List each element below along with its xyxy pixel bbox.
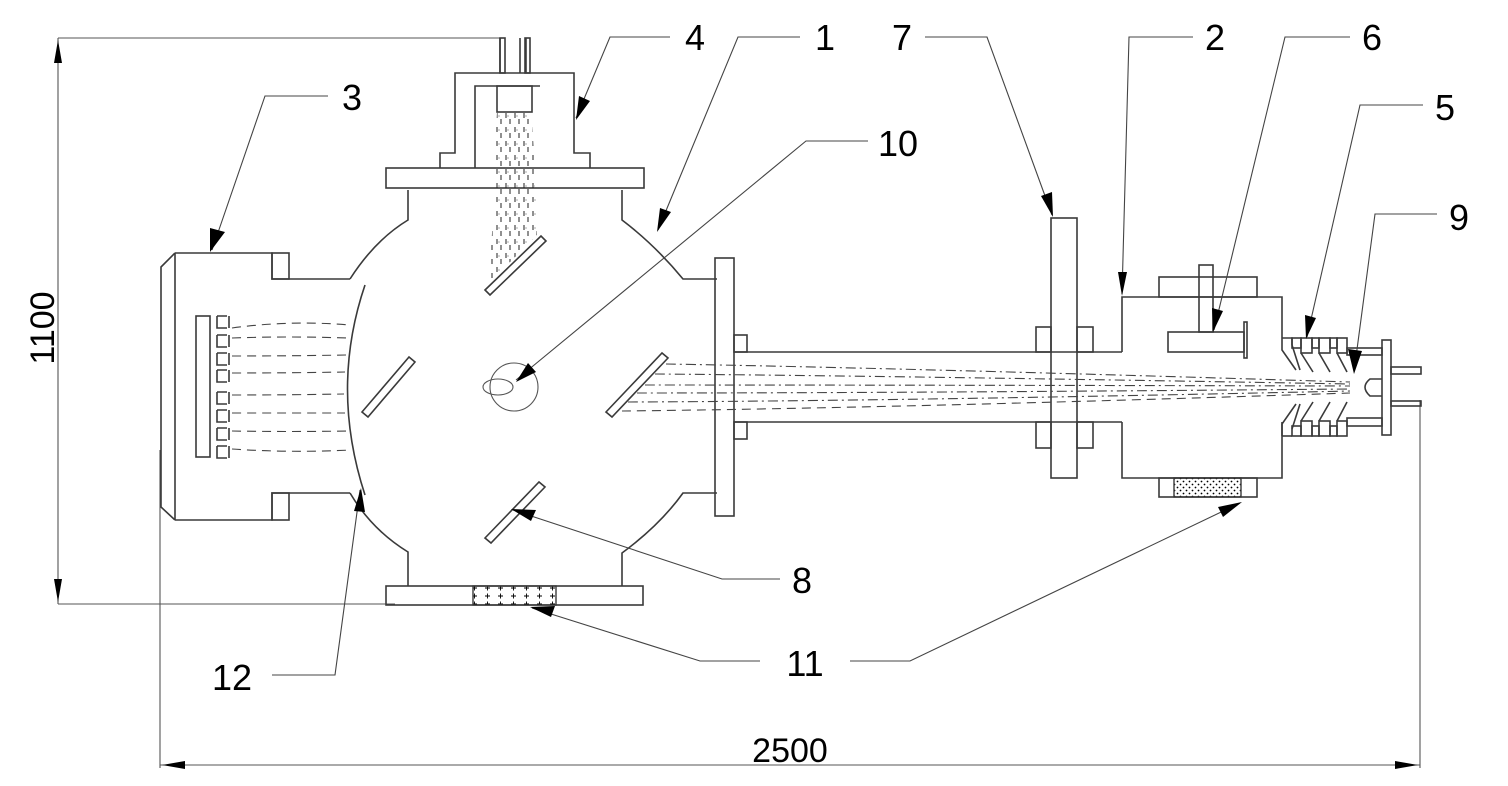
component-3-housing bbox=[160, 252, 352, 521]
component-6-valve bbox=[1167, 331, 1245, 353]
callout-9: 9 bbox=[1348, 197, 1469, 374]
component-9-cathode bbox=[1346, 339, 1422, 436]
callout-1: 1 bbox=[657, 17, 835, 232]
component-3-emitters bbox=[216, 315, 230, 459]
component-12-screen bbox=[346, 284, 366, 496]
callout-label-7: 7 bbox=[892, 17, 912, 58]
height-dimension: 1100 bbox=[24, 37, 500, 605]
left-deflector-plate bbox=[360, 355, 417, 419]
component-11-bottom-window bbox=[385, 585, 644, 606]
callout-2: 2 bbox=[1118, 17, 1225, 296]
callout-5: 5 bbox=[1305, 87, 1455, 339]
dim-arrow-left bbox=[162, 761, 185, 769]
component-1-chamber bbox=[346, 190, 717, 586]
callout-10: 10 bbox=[515, 123, 918, 382]
callout-11: 11 bbox=[530, 502, 1242, 684]
callout-label-3: 3 bbox=[342, 77, 362, 118]
width-dimension-text: 2500 bbox=[752, 732, 828, 770]
component-5-electrodes bbox=[1281, 337, 1348, 437]
dim-arrow-right bbox=[1395, 761, 1418, 769]
callout-label-2: 2 bbox=[1205, 17, 1225, 58]
callout-label-4: 4 bbox=[685, 17, 705, 58]
component-10-sample bbox=[482, 362, 539, 412]
electron-beam bbox=[621, 363, 1351, 412]
component-2-gun-chamber bbox=[1121, 264, 1283, 498]
callout-label-6: 6 bbox=[1362, 17, 1382, 58]
callout-label-5: 5 bbox=[1435, 87, 1455, 128]
component-4-spray bbox=[490, 112, 537, 282]
callout-7: 7 bbox=[892, 17, 1053, 217]
callout-6: 6 bbox=[1212, 17, 1382, 332]
callout-3: 3 bbox=[210, 77, 362, 252]
callout-label-8: 8 bbox=[792, 560, 812, 601]
callout-label-10: 10 bbox=[878, 123, 918, 164]
callout-label-9: 9 bbox=[1449, 197, 1469, 238]
callout-4: 4 bbox=[575, 17, 705, 120]
callout-label-1: 1 bbox=[815, 17, 835, 58]
component-3-plate bbox=[195, 315, 211, 458]
right-deflector-plate bbox=[604, 351, 670, 419]
dim-arrow-down bbox=[54, 579, 62, 602]
callout-12: 12 bbox=[212, 488, 365, 698]
dim-arrow-up bbox=[54, 40, 62, 63]
callout-label-12: 12 bbox=[212, 657, 252, 698]
component-3-beams bbox=[231, 322, 352, 452]
component-4-source bbox=[385, 37, 645, 297]
component-7-flange bbox=[1050, 217, 1078, 479]
component-11-side-window bbox=[1173, 477, 1242, 498]
component-8-plate bbox=[483, 480, 547, 545]
callout-8: 8 bbox=[511, 509, 812, 601]
callout-label-11: 11 bbox=[786, 643, 823, 684]
height-dimension-text: 1100 bbox=[24, 291, 62, 364]
width-dimension: 2500 bbox=[159, 400, 1421, 770]
drift-tube bbox=[714, 217, 1122, 517]
